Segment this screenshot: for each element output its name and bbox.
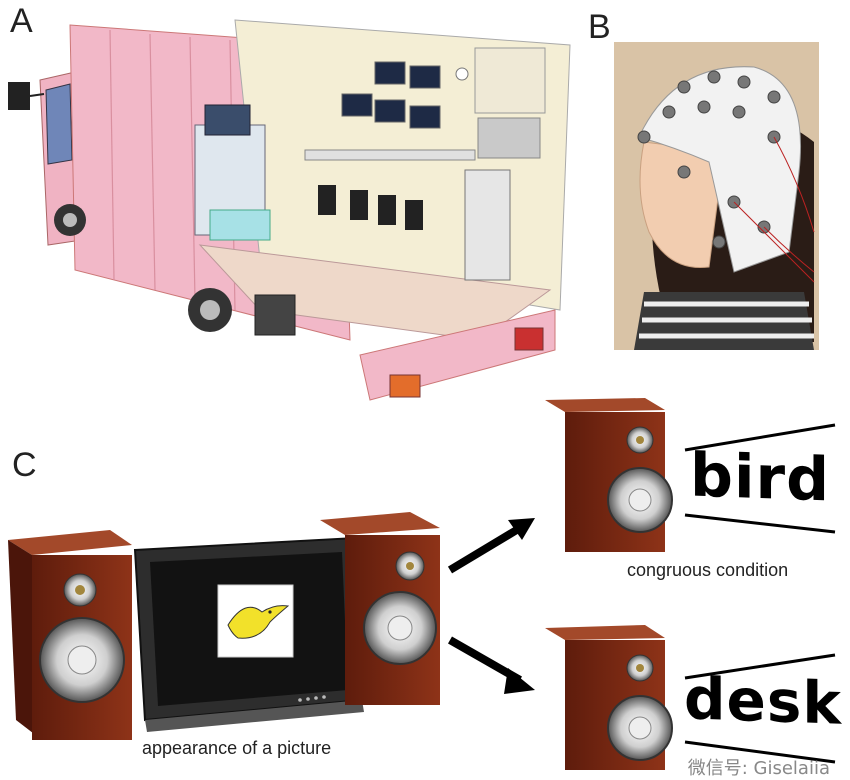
panel-label-b: B: [588, 8, 611, 46]
electrode-wires: [733, 136, 815, 283]
panel-label-a: A: [10, 2, 33, 40]
child-face: [639, 141, 725, 269]
stimulus-setup-diagram: [8, 398, 836, 770]
side-mirror: [8, 82, 30, 110]
tail-light-right: [514, 327, 544, 351]
bottom-right-speaker: [545, 625, 673, 770]
tail-light-left: [389, 374, 421, 398]
arrow-to-congruous: [447, 518, 535, 574]
meg-truck-illustration: [8, 19, 571, 401]
picture-appearance-caption: appearance of a picture: [142, 738, 332, 758]
arrow-to-incongruous: [448, 636, 535, 694]
eeg-cap-photo: [614, 42, 819, 350]
wall-monitors: [341, 61, 441, 129]
congruous-condition-caption: congruous condition: [627, 560, 789, 580]
auditory-word-congruous: bird: [690, 440, 831, 516]
upper-cabinet: [474, 47, 546, 114]
bird-picture: [217, 584, 294, 658]
left-speaker: [8, 530, 132, 740]
top-right-speaker: [545, 398, 673, 552]
panel-label-c: C: [12, 446, 37, 484]
watermark: 微信号: Giselaiia: [687, 758, 830, 779]
sound-lines-top: [684, 423, 836, 534]
sound-lines-bottom: [684, 653, 836, 764]
auditory-word-incongruous: desk: [684, 664, 842, 738]
operator-desk: [304, 149, 476, 161]
chairs: [318, 185, 423, 230]
meg-sensor-unit: [464, 169, 511, 281]
middle-speaker: [320, 512, 440, 705]
side-vent: [254, 294, 296, 336]
